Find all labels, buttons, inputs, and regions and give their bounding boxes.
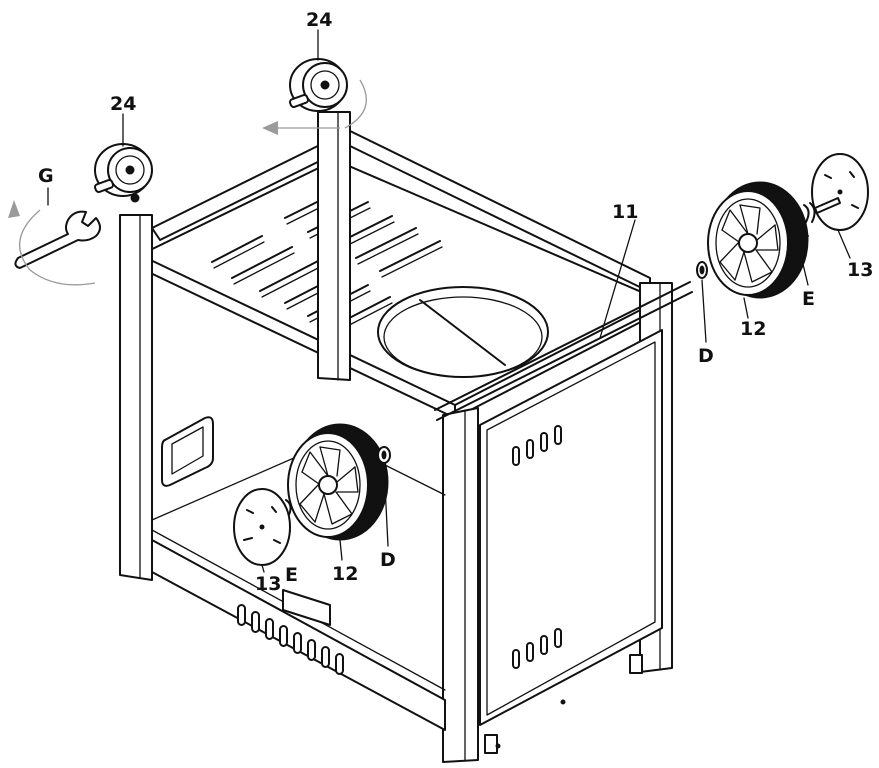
- label-washer-right: D: [698, 345, 714, 367]
- leader-lines: [47, 29, 851, 573]
- label-clip-left: E: [285, 564, 298, 586]
- wheel-right: [707, 181, 809, 299]
- label-axle: 11: [612, 201, 638, 223]
- wheel-left: [287, 423, 389, 541]
- part-labels: 24 24 G 11 12 12 13 13 E E D D: [38, 9, 873, 595]
- cart-frame: [119, 111, 673, 763]
- rotation-arrow-top: [344, 79, 367, 129]
- bottom-slots: [237, 604, 344, 675]
- label-wheel-right: 12: [740, 318, 766, 340]
- handle-cutout: [161, 416, 214, 487]
- rotation-arrow-wrench: [18, 209, 96, 286]
- hubcap-right: [811, 153, 869, 231]
- knob-left: [94, 143, 153, 203]
- right-front-post: [442, 407, 479, 763]
- right-side-panel: [479, 329, 663, 726]
- label-knob-left: 24: [110, 93, 136, 115]
- label-knob-top: 24: [306, 9, 332, 31]
- label-clip-right: E: [802, 288, 815, 310]
- washer-right: [696, 261, 708, 279]
- washer-left: [377, 446, 391, 464]
- label-hubcap-right: 13: [847, 259, 873, 281]
- label-wrench: G: [38, 165, 54, 187]
- left-front-post: [119, 214, 153, 581]
- label-washer-left: D: [380, 549, 396, 571]
- hubcap-left: [233, 488, 291, 566]
- wrench: [8, 200, 101, 286]
- clip-right: [802, 202, 816, 237]
- label-wheel-left: 12: [332, 563, 358, 585]
- axle: [434, 219, 693, 421]
- label-hubcap-left: 13: [255, 573, 281, 595]
- knob-top: [262, 58, 367, 135]
